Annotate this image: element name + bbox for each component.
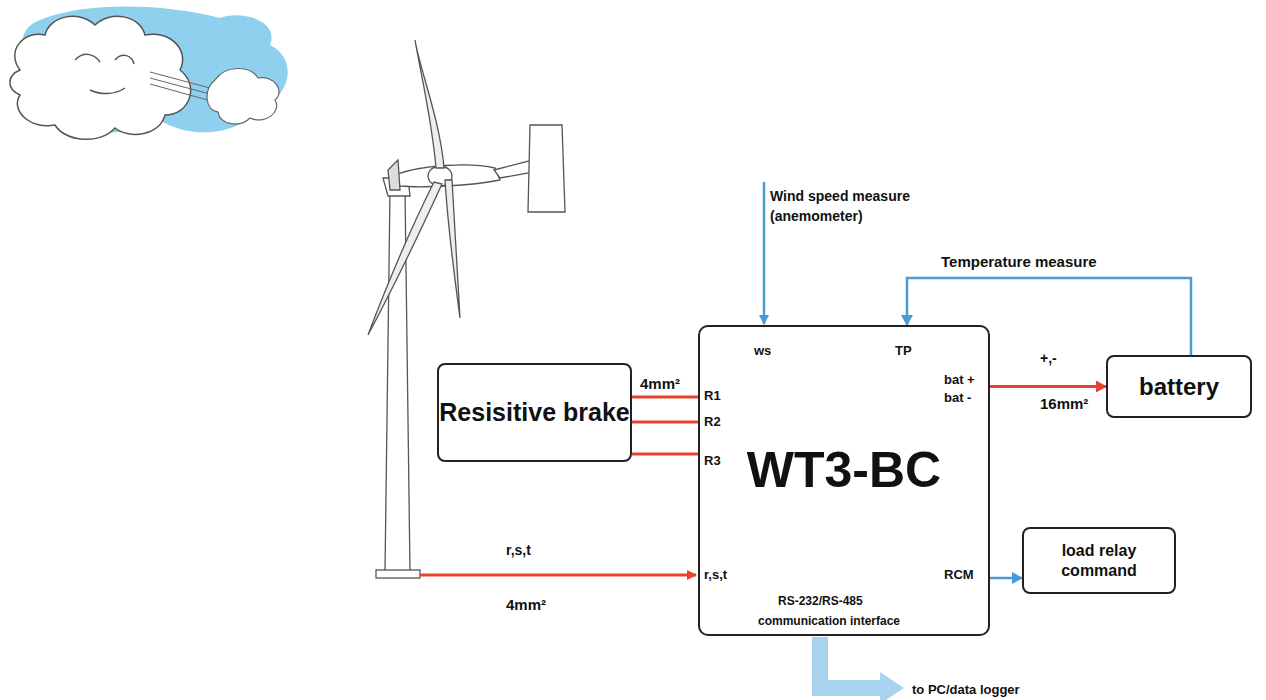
power-wire xyxy=(632,396,698,399)
wire-label: r,s,t xyxy=(506,542,531,558)
node-text: Resisitive brake xyxy=(439,397,629,428)
pin-name: bat + xyxy=(944,372,975,387)
power-wire xyxy=(990,385,1106,388)
wind-speed-line xyxy=(763,182,766,324)
pin-name: R3 xyxy=(704,453,721,468)
node-text: WT3-BC xyxy=(747,439,941,502)
interface-label: communication interface xyxy=(758,614,900,628)
brake-box: Resisitive brake xyxy=(437,363,632,462)
relay-box: load relay command xyxy=(1022,527,1176,594)
comm-arrow xyxy=(812,637,904,700)
power-wire xyxy=(632,421,698,424)
pin-name: TP xyxy=(895,343,912,358)
pin-name: R2 xyxy=(704,414,721,429)
signal-label: Wind speed measure (anemometer) xyxy=(770,186,920,227)
pin-name: ws xyxy=(754,343,771,358)
pin-name: R1 xyxy=(704,388,721,403)
pin-name: bat - xyxy=(944,390,971,405)
pin-name: r,s,t xyxy=(704,567,727,582)
edge-label: Temperature measure xyxy=(939,253,1099,270)
controller-box: WT3-BC xyxy=(698,325,990,636)
edge-label: 16mm² xyxy=(1038,395,1090,412)
wire-size: 4mm² xyxy=(506,596,546,613)
wire-label: +,- xyxy=(1040,350,1057,366)
power-wire xyxy=(632,453,698,456)
edge-label: 4mm² xyxy=(638,375,682,392)
pin-name: RCM xyxy=(944,567,974,582)
wind-cloud xyxy=(10,7,288,140)
battery-box: battery xyxy=(1106,355,1252,418)
rst-wire xyxy=(420,574,696,577)
wind-turbine xyxy=(368,40,565,578)
node-text: battery xyxy=(1139,372,1219,402)
signal-wire xyxy=(990,577,1022,580)
node-text: load relay command xyxy=(1038,541,1160,581)
interface-label: RS-232/RS-485 xyxy=(778,594,863,608)
signal-label: to PC/data logger xyxy=(912,682,1020,697)
